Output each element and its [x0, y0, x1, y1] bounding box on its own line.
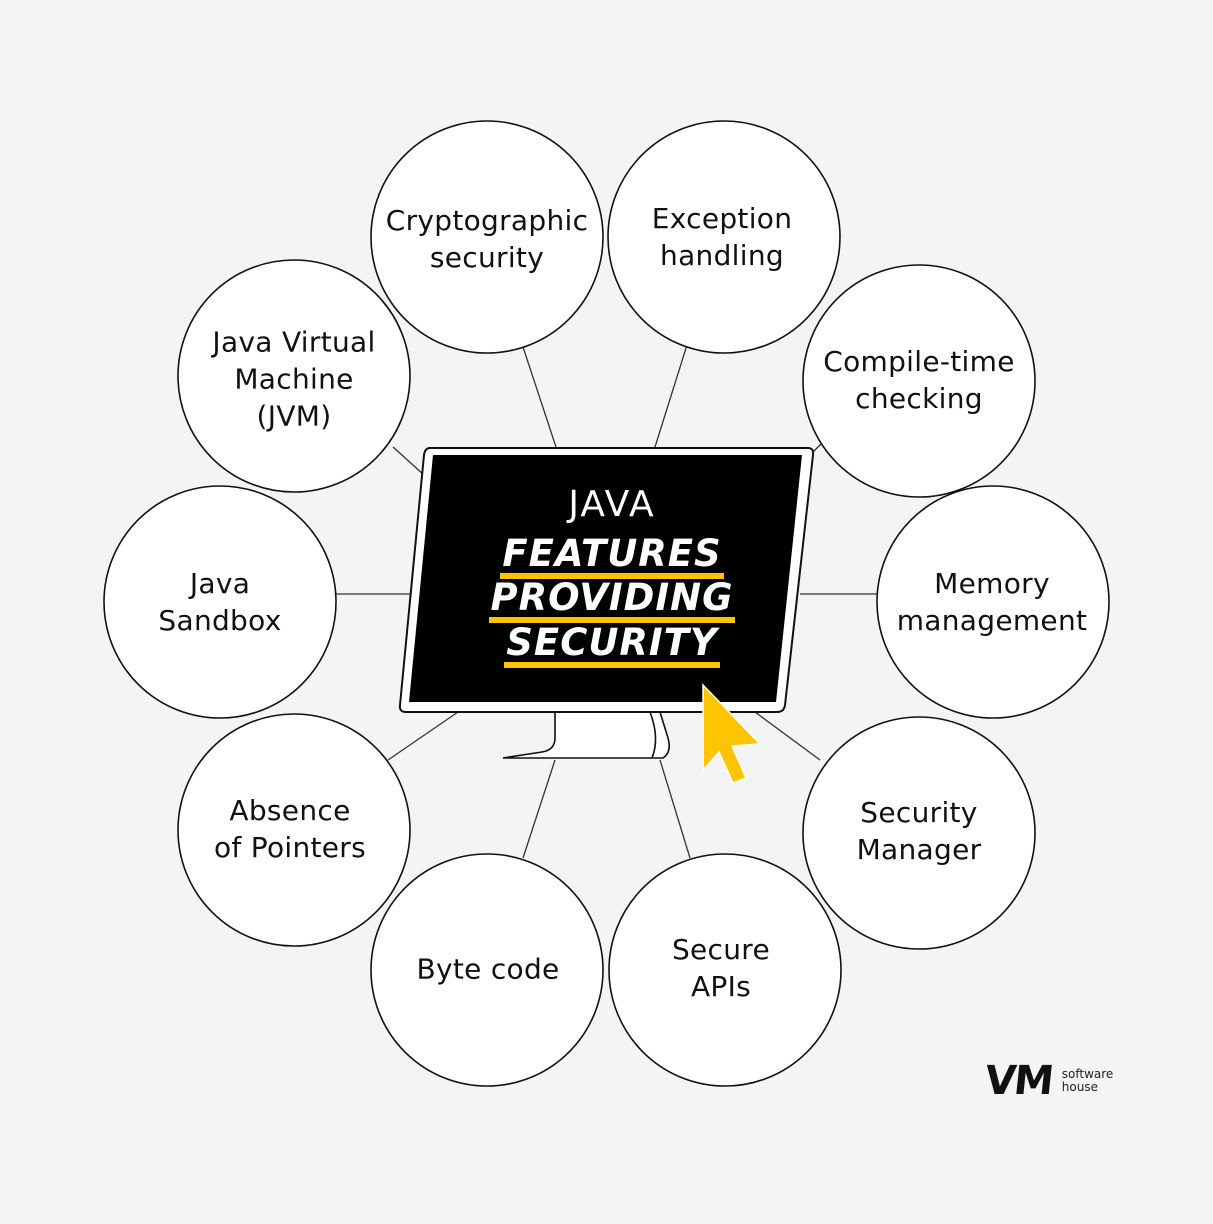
title-features: FEATURES: [442, 532, 782, 579]
connector-lines: [335, 344, 877, 859]
circle-compile: [802, 264, 1036, 498]
node-circles: [103, 120, 1110, 1087]
logo-mark: VM: [982, 1058, 1055, 1104]
node-label-memory: Memory management: [896, 567, 1088, 637]
title-java: JAVA: [568, 484, 656, 525]
node-label-secure-apis: Secure APIs: [671, 933, 771, 1003]
node-label-cryptographic: Cryptographic security: [385, 204, 589, 274]
connector-absence: [387, 711, 459, 761]
connector-byte-code: [522, 759, 556, 859]
connector-security-manager: [754, 711, 821, 761]
node-label-jvm: Java Virtual Machine (JVM): [212, 325, 376, 433]
circle-absence: [177, 713, 411, 947]
connector-secure-apis: [659, 759, 691, 859]
circle-byte-code: [370, 853, 604, 1087]
cursor-arrow-icon: [702, 683, 762, 784]
node-label-byte-code: Byte code: [416, 952, 560, 986]
circle-exception: [607, 120, 841, 354]
node-label-sandbox: Java Sandbox: [158, 567, 282, 637]
title-security: SECURITY: [442, 621, 782, 668]
node-label-absence: Absence of Pointers: [213, 794, 367, 864]
company-logo: VM software house: [982, 1058, 1114, 1104]
title-providing: PROVIDING: [442, 576, 782, 623]
circle-cryptographic: [370, 120, 604, 354]
node-label-compile: Compile-time checking: [823, 345, 1015, 415]
monitor-stand: [502, 711, 670, 759]
circle-sandbox: [103, 485, 337, 719]
node-label-exception: Exception handling: [651, 202, 793, 272]
logo-subtitle: software house: [1061, 1067, 1114, 1094]
circle-memory: [876, 485, 1110, 719]
connector-cryptographic: [522, 346, 557, 448]
circle-secure-apis: [608, 853, 842, 1087]
circle-jvm: [177, 259, 411, 493]
circle-security-manager: [802, 716, 1036, 950]
connector-exception: [654, 344, 688, 448]
connector-jvm: [392, 446, 425, 476]
node-label-security-manager: Security Manager: [856, 796, 982, 866]
